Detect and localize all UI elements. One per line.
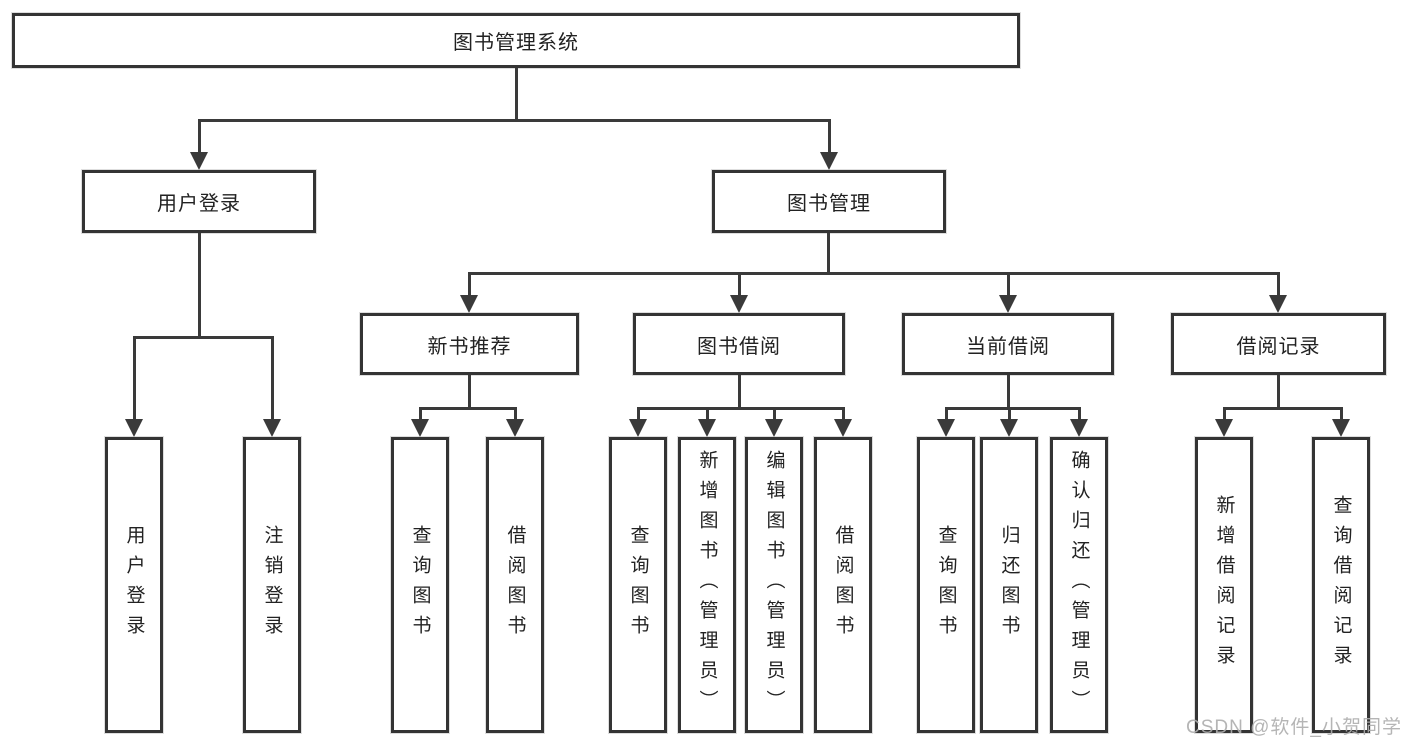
arrow-down-icon — [937, 419, 955, 437]
node-library-system: 图书管理系统 — [12, 13, 1020, 68]
connector-line — [133, 336, 274, 339]
arrow-down-icon — [263, 419, 281, 437]
node-book-management: 图书管理 — [712, 170, 946, 233]
arrow-down-icon — [698, 419, 716, 437]
connector-line — [945, 407, 948, 420]
leaf-user-login: 用户登录 — [105, 437, 163, 733]
leaf-history-add-record: 新增借阅记录 — [1195, 437, 1253, 733]
node-label: 当前借阅 — [966, 335, 1050, 358]
connector-line — [271, 336, 274, 419]
arrow-down-icon — [506, 419, 524, 437]
node-user-login: 用户登录 — [82, 170, 316, 233]
connector-line — [1007, 272, 1010, 296]
arrow-down-icon — [1269, 295, 1287, 313]
connector-line — [637, 407, 640, 420]
connector-line — [738, 375, 741, 407]
connector-line — [469, 272, 1280, 275]
leaf-current-confirm-return-admin: 确认归还（管理员） — [1050, 437, 1108, 733]
connector-line — [1277, 375, 1280, 407]
node-label: 编辑图书（管理员） — [763, 450, 785, 720]
connector-line — [198, 119, 831, 122]
arrow-down-icon — [999, 295, 1017, 313]
connector-line — [419, 407, 516, 410]
node-label: 查询图书 — [409, 525, 431, 645]
csdn-watermark: CSDN @软件_小贺同学 — [1186, 717, 1402, 738]
connector-line — [1078, 407, 1081, 420]
connector-line — [1223, 407, 1342, 410]
connector-line — [133, 336, 136, 419]
arrow-down-icon — [834, 419, 852, 437]
connector-line — [468, 272, 471, 296]
connector-line — [514, 407, 517, 420]
connector-line — [842, 407, 845, 420]
arrow-down-icon — [820, 152, 838, 170]
leaf-borrow-query-books: 查询图书 — [609, 437, 667, 733]
node-book-borrow: 图书借阅 — [633, 313, 845, 375]
node-new-book-recommend: 新书推荐 — [360, 313, 579, 375]
arrow-down-icon — [1070, 419, 1088, 437]
connector-line — [1223, 407, 1226, 420]
connector-line — [827, 233, 830, 272]
connector-line — [706, 407, 709, 420]
connector-line — [945, 407, 1080, 410]
node-label: 查询图书 — [935, 525, 957, 645]
node-label: 用户登录 — [157, 193, 241, 215]
connector-line — [638, 407, 844, 410]
node-label: 归还图书 — [998, 525, 1020, 645]
leaf-logout: 注销登录 — [243, 437, 301, 733]
node-label: 借阅图书 — [832, 525, 854, 645]
arrow-down-icon — [629, 419, 647, 437]
node-label: 图书管理系统 — [453, 32, 579, 54]
node-label: 图书管理 — [787, 193, 871, 215]
connector-line — [828, 119, 831, 153]
node-current-borrow: 当前借阅 — [902, 313, 1114, 375]
leaf-borrow-edit-books-admin: 编辑图书（管理员） — [745, 437, 803, 733]
connector-line — [1277, 272, 1280, 296]
leaf-newbook-query-books: 查询图书 — [391, 437, 449, 733]
node-borrow-history: 借阅记录 — [1171, 313, 1386, 375]
arrow-down-icon — [411, 419, 429, 437]
connector-line — [1340, 407, 1343, 420]
node-label: 用户登录 — [123, 525, 145, 645]
node-label: 借阅记录 — [1236, 335, 1321, 358]
node-label: 图书借阅 — [697, 335, 781, 358]
leaf-borrow-borrow-books: 借阅图书 — [814, 437, 872, 733]
leaf-current-return-books: 归还图书 — [980, 437, 1038, 733]
node-label: 查询图书 — [627, 525, 649, 645]
leaf-history-query-record: 查询借阅记录 — [1312, 437, 1370, 733]
leaf-current-query-books: 查询图书 — [917, 437, 975, 733]
node-label: 注销登录 — [261, 525, 283, 645]
node-label: 新增借阅记录 — [1213, 495, 1235, 675]
arrow-down-icon — [190, 152, 208, 170]
connector-line — [468, 375, 471, 407]
arrow-down-icon — [460, 295, 478, 313]
arrow-down-icon — [765, 419, 783, 437]
connector-line — [198, 233, 201, 336]
connector-line — [738, 272, 741, 296]
leaf-borrow-add-books-admin: 新增图书（管理员） — [678, 437, 736, 733]
leaf-newbook-borrow-books: 借阅图书 — [486, 437, 544, 733]
node-label: 查询借阅记录 — [1330, 495, 1352, 675]
connector-line — [1008, 407, 1011, 420]
connector-line — [1007, 375, 1010, 407]
node-label: 新增图书（管理员） — [696, 450, 718, 720]
node-label: 借阅图书 — [504, 525, 526, 645]
arrow-down-icon — [125, 419, 143, 437]
arrow-down-icon — [730, 295, 748, 313]
connector-line — [198, 119, 201, 153]
arrow-down-icon — [1332, 419, 1350, 437]
arrow-down-icon — [1000, 419, 1018, 437]
connector-line — [419, 407, 422, 420]
node-label: 新书推荐 — [427, 335, 512, 358]
node-label: 确认归还（管理员） — [1068, 450, 1090, 720]
connector-line — [515, 68, 518, 119]
arrow-down-icon — [1215, 419, 1233, 437]
connector-line — [773, 407, 776, 420]
